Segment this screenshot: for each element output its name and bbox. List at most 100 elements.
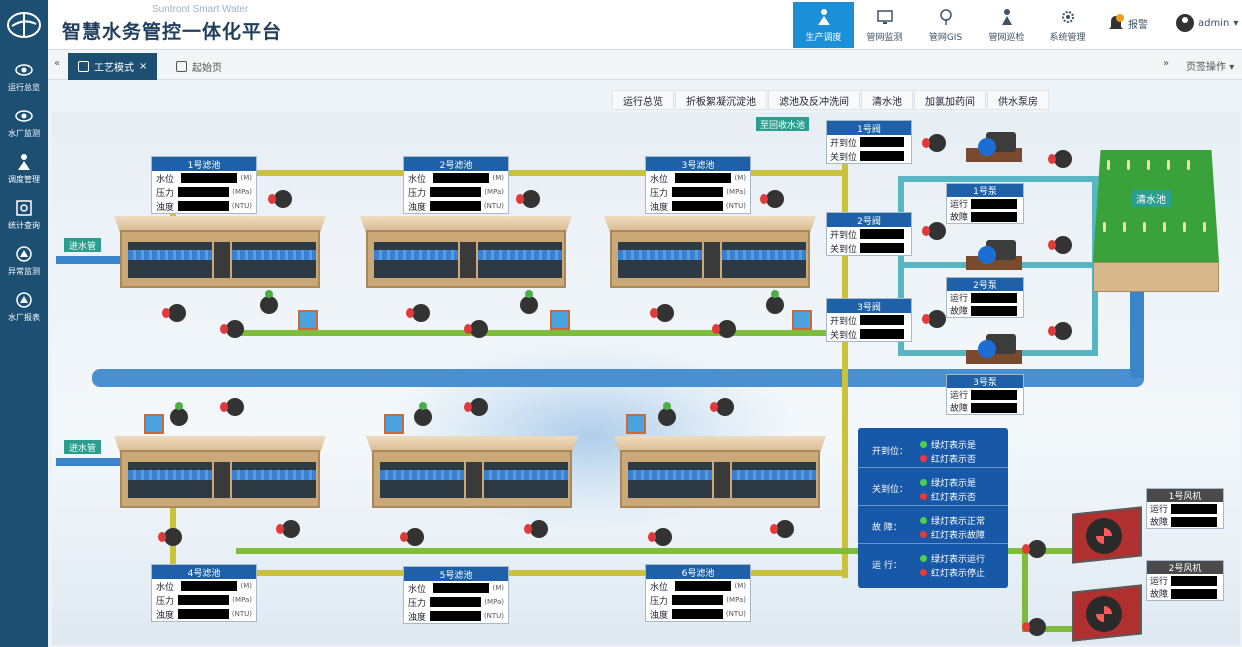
tab-scroll-left-icon[interactable]: « — [54, 58, 61, 69]
filter-tank-1[interactable] — [114, 216, 326, 288]
nav-monitor[interactable]: 管网监测 — [854, 2, 915, 48]
page-icon — [176, 61, 187, 72]
filter-tank-3[interactable] — [604, 216, 816, 288]
valve-icon[interactable] — [220, 320, 244, 338]
nav-system[interactable]: 系统管理 — [1037, 2, 1098, 48]
valve-icon[interactable] — [922, 222, 946, 240]
close-icon[interactable]: × — [139, 61, 148, 72]
flow-meter-box[interactable] — [298, 310, 318, 330]
valve-icon[interactable] — [170, 402, 188, 426]
sidebar-item-stats[interactable]: 统计查询 — [0, 192, 48, 238]
flow-meter-box[interactable] — [626, 414, 646, 434]
valve-icon[interactable] — [922, 310, 946, 328]
valve-icon[interactable] — [650, 304, 674, 322]
water-surface — [232, 250, 316, 260]
proc-tab-filter[interactable]: 滤池及反冲洗间 — [768, 90, 860, 110]
nav-label: 生产调度 — [805, 33, 842, 43]
valve-icon[interactable] — [710, 398, 734, 416]
pump-casing — [978, 138, 996, 156]
tab-operations-menu[interactable]: 页签操作 ▾ — [1186, 58, 1234, 73]
sidebar-item-plant-monitor[interactable]: 水厂监测 — [0, 100, 48, 146]
panel-title: 2号风机 — [1147, 561, 1223, 574]
valve-icon[interactable] — [158, 528, 182, 546]
clear-water-tank[interactable]: 清水池 — [1093, 150, 1219, 292]
value-display — [178, 201, 229, 211]
valve-icon[interactable] — [1048, 236, 1072, 254]
tab-scroll-right-icon[interactable]: » — [1163, 58, 1170, 69]
flow-meter-box[interactable] — [550, 310, 570, 330]
proc-tab-overview[interactable]: 运行总览 — [612, 90, 674, 110]
vent-cap — [1203, 222, 1206, 232]
sidebar-item-overview[interactable]: 运行总览 — [0, 54, 48, 100]
row-unit: (M) — [734, 582, 746, 590]
tank-channel — [214, 242, 230, 278]
row-unit: (NTU) — [231, 610, 252, 618]
filter-tank-6[interactable] — [614, 436, 826, 508]
panel-row: 开到位 — [827, 227, 911, 241]
valve-icon[interactable] — [268, 190, 292, 208]
tank-cell — [732, 462, 816, 498]
nav-gis[interactable]: 管网GIS — [915, 2, 976, 48]
nav-dispatch[interactable]: 生产调度 — [793, 2, 854, 48]
proc-tab-chlorination[interactable]: 加氯加药间 — [914, 90, 986, 110]
valve-icon[interactable] — [220, 398, 244, 416]
valve-icon[interactable] — [1048, 322, 1072, 340]
valve-icon[interactable] — [712, 320, 736, 338]
value-display — [432, 583, 490, 593]
fan-panel-2: 2号风机 运行 故障 — [1146, 560, 1224, 601]
filter-tank-4[interactable] — [114, 436, 326, 508]
proc-tab-pump-room[interactable]: 供水泵房 — [987, 90, 1049, 110]
fan-1[interactable] — [1072, 500, 1162, 564]
pump-3[interactable] — [966, 334, 1022, 364]
value-display — [1171, 575, 1218, 586]
valve-icon[interactable] — [162, 304, 186, 322]
valve-icon[interactable] — [276, 520, 300, 538]
valve-icon[interactable] — [1022, 618, 1046, 636]
proc-tab-flocculation[interactable]: 折板絮凝沉淀池 — [675, 90, 767, 110]
valve-icon[interactable] — [400, 528, 424, 546]
fan-2[interactable] — [1072, 578, 1162, 642]
valve-icon[interactable] — [516, 190, 540, 208]
valve-icon[interactable] — [648, 528, 672, 546]
row-unit: (MPa) — [232, 596, 252, 604]
panel-row: 压力(MPa) — [152, 185, 256, 199]
valve-icon[interactable] — [770, 520, 794, 538]
user-menu[interactable]: admin ▾ — [1176, 14, 1238, 32]
valve-icon[interactable] — [414, 402, 432, 426]
valve-icon[interactable] — [260, 290, 278, 314]
valve-icon[interactable] — [658, 402, 676, 426]
tank-cell — [484, 462, 568, 498]
valve-icon[interactable] — [1048, 150, 1072, 168]
valve-icon[interactable] — [524, 520, 548, 538]
valve-icon[interactable] — [464, 398, 488, 416]
nav-inspection[interactable]: 管网巡检 — [976, 2, 1037, 48]
tab-start-page[interactable]: 起始页 — [166, 53, 232, 80]
legend-group: 开到位： 绿灯表示是 红灯表示否 — [858, 432, 1008, 468]
pump-2[interactable] — [966, 240, 1022, 270]
valve-icon[interactable] — [520, 290, 538, 314]
panel-row: 故障 — [947, 304, 1023, 317]
sidebar-item-report[interactable]: 水厂报表 — [0, 284, 48, 330]
pump-1[interactable] — [966, 132, 1022, 162]
valve-icon[interactable] — [406, 304, 430, 322]
sidebar-item-dispatch[interactable]: 调度管理 — [0, 146, 48, 192]
valve-icon[interactable] — [922, 134, 946, 152]
flow-meter-box[interactable] — [144, 414, 164, 434]
valve-icon[interactable] — [766, 290, 784, 314]
filter-tank-2[interactable] — [360, 216, 572, 288]
tank-cell — [232, 462, 316, 498]
proc-tab-clear-water[interactable]: 清水池 — [861, 90, 913, 110]
logo[interactable] — [0, 0, 48, 50]
valve-icon[interactable] — [1022, 540, 1046, 558]
alarm-button[interactable]: 报警 — [1108, 14, 1148, 32]
filter-tank-5[interactable] — [366, 436, 578, 508]
water-surface — [722, 250, 806, 260]
nav-label: 管网巡检 — [988, 33, 1025, 43]
tab-process-mode[interactable]: 工艺模式 × — [68, 53, 158, 80]
flow-meter-box[interactable] — [792, 310, 812, 330]
valve-icon[interactable] — [760, 190, 784, 208]
valve-icon[interactable] — [464, 320, 488, 338]
flow-meter-box[interactable] — [384, 414, 404, 434]
sidebar-item-anomaly[interactable]: 异常监测 — [0, 238, 48, 284]
red-light-icon — [920, 455, 927, 462]
